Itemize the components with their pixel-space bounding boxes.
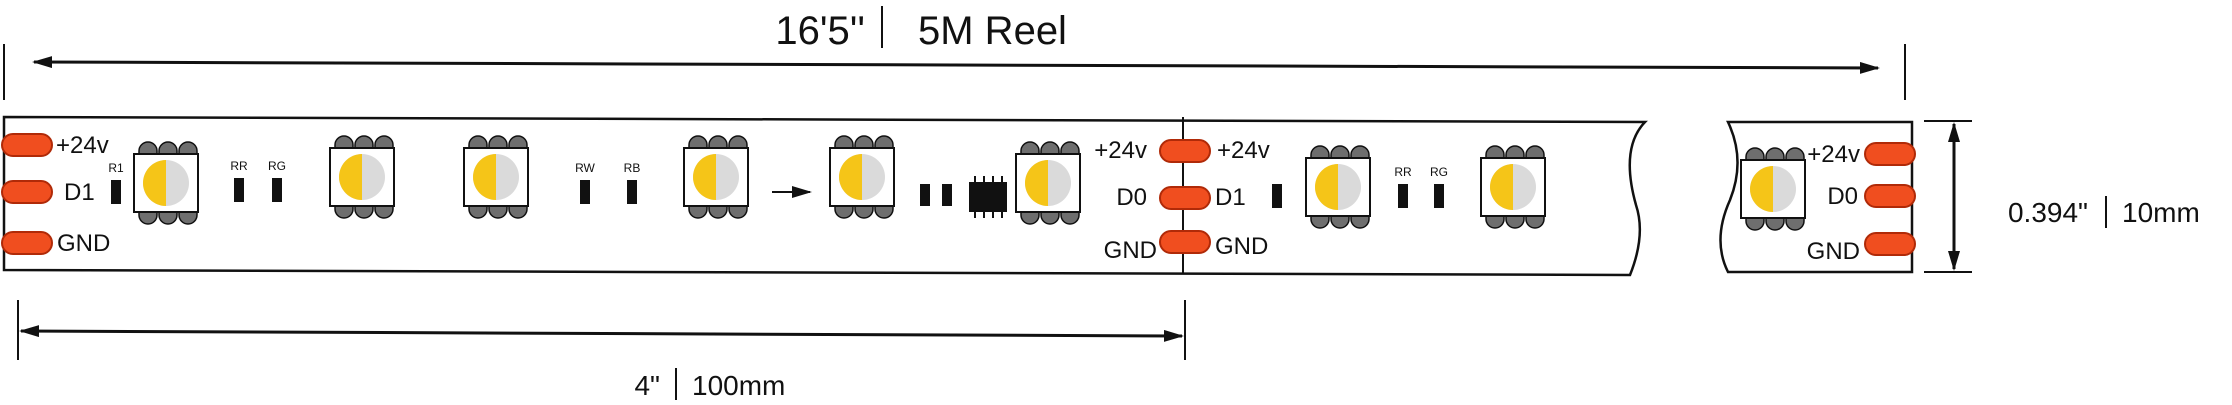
- resistor-rw: [580, 180, 590, 204]
- pad-gnd: [1, 231, 53, 255]
- pad-gnd: [1864, 232, 1916, 256]
- cut-left-label-data: D0: [1116, 184, 1147, 211]
- led-chip: [329, 135, 395, 219]
- led-chip: [1480, 145, 1546, 229]
- total-length-imperial: 16'5'': [775, 9, 865, 53]
- cut-left-label-24v: +24v: [1094, 137, 1147, 164]
- resistor-label-rw: RW: [575, 161, 595, 175]
- total-length-metric: 5M Reel: [918, 9, 1067, 53]
- reel-label-data: D0: [1827, 183, 1858, 210]
- cut-unit-dimension: 4" 100mm: [17, 300, 1186, 401]
- pads-reel-end: +24v D0 GND: [1807, 141, 1916, 265]
- pad-data: [1864, 184, 1916, 208]
- reel-label-gnd: GND: [1807, 238, 1860, 265]
- led-chip: [463, 135, 529, 219]
- capacitor-b: [942, 184, 952, 206]
- led-chips: [133, 135, 1806, 231]
- pad-data: [1159, 186, 1211, 210]
- cut-unit-metric: 100mm: [692, 370, 785, 401]
- width-metric: 10mm: [2122, 197, 2200, 228]
- pad-gnd: [1159, 230, 1211, 254]
- cut-right-label-gnd: GND: [1215, 233, 1268, 260]
- width-dimension: 0.394" 10mm: [1924, 120, 2200, 273]
- resistor-label-rb: RB: [624, 161, 641, 175]
- cut-unit-imperial: 4": [634, 370, 660, 401]
- pad-data: [1, 180, 53, 204]
- led-chip: [1015, 141, 1081, 225]
- led-chip: [133, 141, 199, 225]
- led-chip: [1740, 147, 1806, 231]
- components: R1 RR RG RW RB RR RG: [108, 159, 1448, 218]
- pad-label-24v: +24v: [56, 132, 109, 159]
- pads-left-end: +24v D1 GND: [1, 132, 110, 257]
- resistor-rb: [627, 180, 637, 204]
- resistor-label-rr: RR: [1394, 165, 1412, 179]
- resistor-label-rg: RG: [268, 159, 286, 173]
- led-chip: [829, 135, 895, 219]
- strip-outline: [2, 115, 1648, 277]
- ic-chip: [969, 176, 1007, 218]
- pads-cut-point: +24v D0 GND +24v D1 GND: [1094, 137, 1269, 264]
- led-chip: [683, 135, 749, 219]
- resistor-rg: [1434, 184, 1444, 208]
- cut-unit-arrow: [19, 325, 1184, 342]
- resistor-r1: [111, 180, 121, 204]
- pad-24v: [1, 133, 53, 157]
- total-length-dimension: 16'5'' 5M Reel: [3, 6, 1906, 100]
- resistor-label-rg: RG: [1430, 165, 1448, 179]
- capacitor-a: [920, 184, 930, 206]
- resistor-label-rr: RR: [230, 159, 248, 173]
- resistor-rr: [234, 178, 244, 202]
- resistor-rr: [1398, 184, 1408, 208]
- resistor-label-r1: R1: [108, 161, 124, 175]
- pad-24v: [1864, 142, 1916, 166]
- pad-24v: [1159, 139, 1211, 163]
- resistor-small: [1272, 184, 1282, 208]
- cut-right-label-24v: +24v: [1217, 137, 1270, 164]
- total-length-arrow: [32, 56, 1880, 74]
- resistor-rg: [272, 178, 282, 202]
- cut-left-label-gnd: GND: [1104, 237, 1157, 264]
- pad-label-gnd: GND: [57, 230, 110, 257]
- cut-right-label-data: D1: [1215, 184, 1246, 211]
- pad-label-data: D1: [64, 179, 95, 206]
- led-chip: [1305, 145, 1371, 229]
- width-imperial: 0.394": [2008, 197, 2088, 228]
- reel-label-24v: +24v: [1807, 141, 1860, 168]
